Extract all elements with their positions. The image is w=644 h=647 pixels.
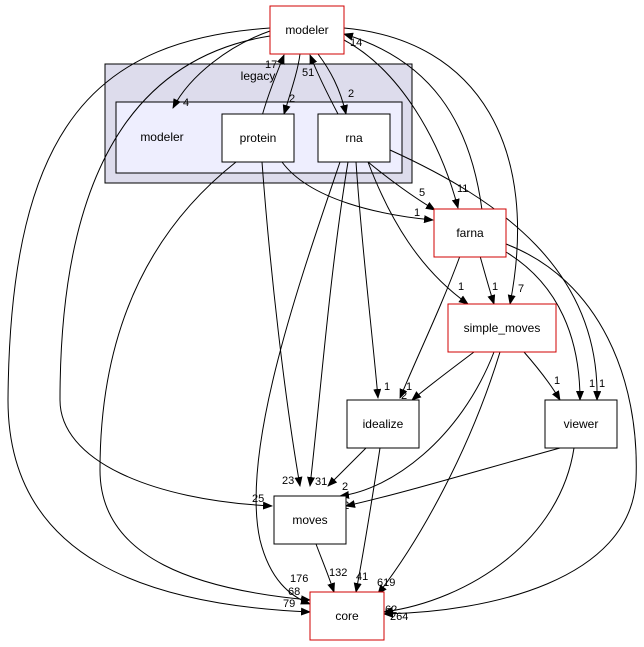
edge-rna-farna bbox=[367, 161, 436, 211]
edge-farna-viewer bbox=[505, 251, 584, 401]
modeler-subcluster-label[interactable]: modeler bbox=[140, 130, 183, 144]
node-viewer[interactable]: viewer bbox=[544, 399, 618, 449]
node-idealize-label[interactable]: idealize bbox=[363, 417, 404, 431]
edge-farna-idealize bbox=[399, 255, 461, 399]
edge-modeler-protein bbox=[282, 53, 301, 115]
edge-label-modeler-rna: 2 bbox=[348, 88, 354, 100]
edge-rna-idealize bbox=[355, 161, 382, 399]
edge-rna-modeler bbox=[309, 54, 339, 115]
node-protein[interactable]: protein bbox=[221, 113, 295, 163]
edge-viewer-moves bbox=[345, 447, 561, 508]
edge-modeler-farna bbox=[343, 39, 460, 209]
edge-idealize-core bbox=[353, 447, 381, 593]
edge-label-modeler-protein: 2 bbox=[289, 93, 295, 105]
node-idealize[interactable]: idealize bbox=[346, 399, 420, 449]
edge-protein-farna bbox=[281, 161, 434, 224]
edge-label-farna-simple: 1 bbox=[492, 281, 498, 293]
node-protein-label[interactable]: protein bbox=[240, 131, 277, 145]
edge-label-rna-farna: 5 bbox=[419, 187, 425, 199]
edge-label-rna-modeler: 51 bbox=[302, 67, 314, 79]
edge-label-simple-core: 619 bbox=[377, 577, 395, 589]
edge-protein-moves bbox=[261, 161, 303, 487]
edge-label-protein-core: 176 bbox=[290, 573, 308, 585]
edge-modeler-core bbox=[7, 27, 311, 616]
edge-farna-modeler bbox=[343, 32, 483, 211]
node-farna-label[interactable]: farna bbox=[456, 226, 484, 240]
node-core-label[interactable]: core bbox=[335, 609, 359, 623]
edge-simple-moves-moves bbox=[339, 351, 495, 499]
legacy-cluster-label: legacy bbox=[241, 69, 276, 83]
edge-viewer-core bbox=[383, 447, 575, 615]
edge-label-rna-idealize: 1 bbox=[384, 381, 390, 393]
edge-modeler-legacy bbox=[172, 30, 271, 109]
edge-idealize-moves bbox=[327, 447, 367, 487]
edge-label-protein-moves: 23 bbox=[282, 475, 294, 487]
edge-label-idealize-core: 41 bbox=[356, 571, 368, 583]
edge-farna-core bbox=[383, 243, 637, 618]
node-modeler[interactable]: modeler bbox=[269, 5, 345, 55]
edge-label-rna-simple: 1 bbox=[458, 281, 464, 293]
edge-simple-core bbox=[377, 351, 501, 595]
edge-label-modeler-farna: 11 bbox=[457, 183, 468, 195]
edges: 4 2 17 51 2 14 11 5 1 1 1 7 bbox=[7, 27, 637, 623]
node-moves-label[interactable]: moves bbox=[292, 513, 327, 527]
edge-rna-simple bbox=[367, 161, 469, 305]
edge-label-farna-modeler: 14 bbox=[350, 37, 362, 49]
edge-moves-core bbox=[315, 543, 335, 593]
edge-protein-modeler bbox=[261, 54, 285, 117]
edge-label-simple-viewer: 1 bbox=[554, 375, 560, 387]
edge-label-farna-idealize: 1 bbox=[406, 381, 412, 393]
edge-simple-idealize bbox=[411, 351, 475, 401]
node-simple-moves[interactable]: simple_moves bbox=[447, 303, 557, 353]
edge-modeler-simple bbox=[343, 27, 518, 305]
edge-simple-viewer bbox=[523, 351, 561, 401]
edge-label-rna-moves: 31 bbox=[315, 476, 327, 488]
edge-protein-core bbox=[99, 161, 311, 604]
node-core[interactable]: core bbox=[309, 591, 385, 641]
node-moves[interactable]: moves bbox=[273, 495, 347, 545]
node-rna[interactable]: rna bbox=[317, 113, 391, 163]
node-farna[interactable]: farna bbox=[433, 208, 507, 258]
edge-rna-viewer bbox=[389, 149, 602, 401]
edge-modeler-moves bbox=[59, 35, 273, 510]
node-rna-label[interactable]: rna bbox=[345, 131, 363, 145]
edge-rna-moves bbox=[307, 161, 349, 487]
edge-label-moves-core: 132 bbox=[329, 567, 347, 579]
edge-label-modeler-simple: 7 bbox=[518, 283, 524, 295]
edge-label-rna-viewer: 1 bbox=[599, 378, 605, 390]
edge-label-protein-modeler: 17 bbox=[265, 59, 277, 71]
edge-label-modeler-moves: 25 bbox=[252, 493, 264, 505]
node-viewer-label[interactable]: viewer bbox=[564, 417, 599, 431]
node-simple-moves-label[interactable]: simple_moves bbox=[464, 321, 541, 335]
edge-modeler-rna bbox=[317, 53, 348, 115]
edge-label-modeler-legacy: 4 bbox=[183, 97, 189, 109]
edge-label-protein-farna: 1 bbox=[414, 207, 420, 219]
edge-label-modeler-core: 79 bbox=[283, 598, 295, 610]
edge-label-simple-idealize: 2 bbox=[401, 390, 407, 402]
edge-label-idealize-moves: 2 bbox=[342, 481, 348, 493]
edge-farna-simple bbox=[479, 255, 496, 305]
node-modeler-label[interactable]: modeler bbox=[285, 23, 328, 37]
edge-label-viewer-core: 264 bbox=[390, 611, 408, 623]
edge-rna-core bbox=[255, 161, 341, 605]
edge-label-farna-viewer: 1 bbox=[589, 378, 595, 390]
edge-label-rna-core: 68 bbox=[288, 586, 300, 598]
